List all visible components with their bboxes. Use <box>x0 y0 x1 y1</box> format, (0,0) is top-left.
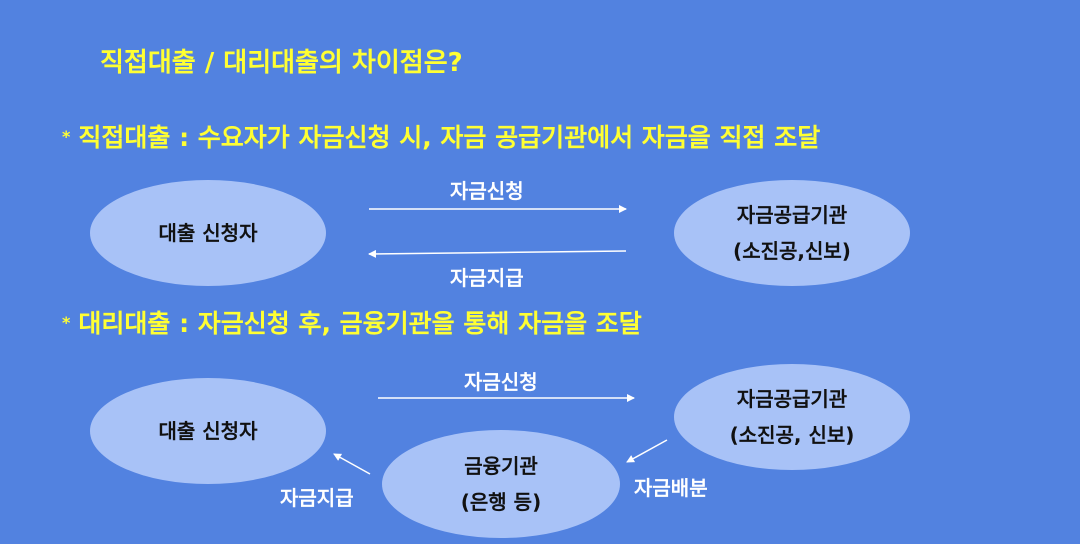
agency-supplier-name: 자금공급기관 <box>736 387 848 411</box>
direct-supplier-node: 자금공급기관 (소진공,신보) <box>674 180 910 286</box>
bank-node: 금융기관 (은행 등) <box>382 430 620 538</box>
agency-applicant-node: 대출 신청자 <box>90 378 326 484</box>
agency-payment-label: 자금지급 <box>280 486 354 510</box>
agency-loan-description: * 대리대출 : 자금신청 후, 금융기관을 통해 자금을 조달 <box>62 304 642 340</box>
direct-payment-label: 자금지급 <box>450 266 524 290</box>
direct-applicant-node: 대출 신청자 <box>90 180 326 286</box>
agency-payment-arrow <box>333 453 371 475</box>
direct-loan-text: 직접대출 : 수요자가 자금신청 시, 자금 공급기관에서 자금을 직접 조달 <box>78 123 821 152</box>
direct-supplier-name: 자금공급기관 <box>736 203 848 227</box>
bullet-star: * <box>62 127 71 146</box>
agency-request-label: 자금신청 <box>464 370 538 394</box>
agency-applicant-label: 대출 신청자 <box>158 419 258 443</box>
agency-distribution-arrow <box>626 439 668 463</box>
bullet-star: * <box>62 313 71 332</box>
bank-name: 금융기관 <box>464 454 538 478</box>
direct-payment-arrow <box>368 249 627 258</box>
agency-supplier-node: 자금공급기관 (소진공, 신보) <box>674 364 910 470</box>
page-title: 직접대출 / 대리대출의 차이점은? <box>100 48 463 78</box>
agency-distribution-label: 자금배분 <box>634 476 708 500</box>
agency-loan-text: 대리대출 : 자금신청 후, 금융기관을 통해 자금을 조달 <box>78 309 642 338</box>
agency-supplier-detail: (소진공, 신보) <box>729 423 855 447</box>
direct-loan-description: * 직접대출 : 수요자가 자금신청 시, 자금 공급기관에서 자금을 직접 조달 <box>62 118 820 154</box>
direct-request-label: 자금신청 <box>450 179 524 203</box>
direct-supplier-detail: (소진공,신보) <box>733 239 851 263</box>
bank-detail: (은행 등) <box>460 490 542 514</box>
direct-applicant-label: 대출 신청자 <box>158 221 258 245</box>
